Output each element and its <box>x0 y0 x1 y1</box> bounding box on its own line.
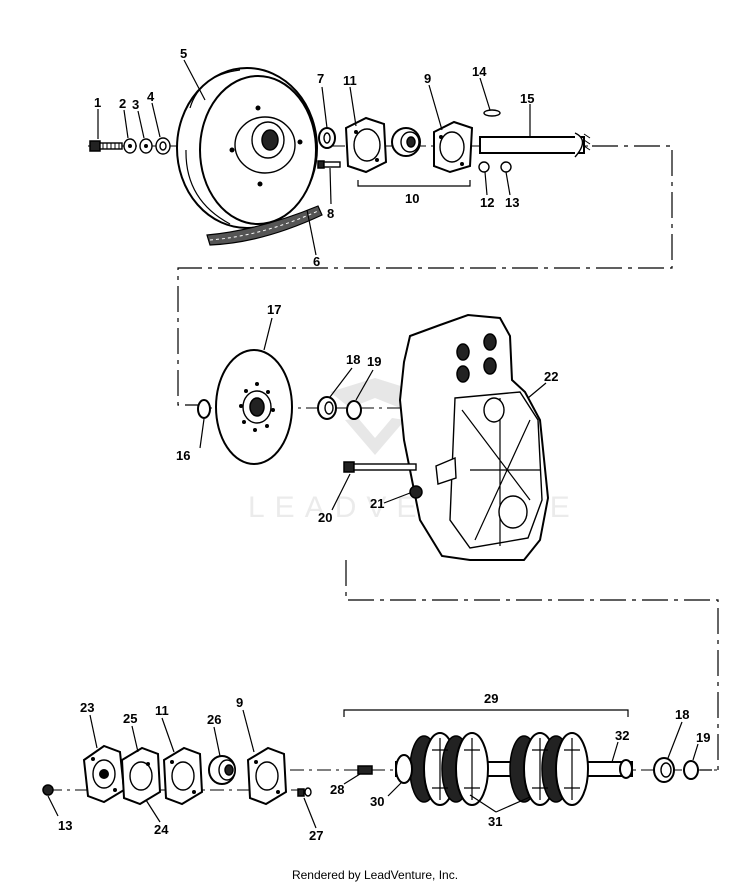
callout-4: 4 <box>147 89 155 104</box>
callout-21: 21 <box>370 496 384 511</box>
callout-24: 24 <box>154 822 169 837</box>
callout-25: 25 <box>123 711 137 726</box>
gasket-part-25 <box>120 746 162 806</box>
plug-part-28 <box>357 765 373 775</box>
bushing-part-16 <box>197 399 211 419</box>
callout-9a: 9 <box>424 71 431 86</box>
bearing-part-26 <box>208 755 236 785</box>
flange-part-11a <box>344 116 388 174</box>
callout-3: 3 <box>132 97 139 112</box>
nut-part-12 <box>478 161 490 173</box>
callout-32: 32 <box>615 728 629 743</box>
callout-7: 7 <box>317 71 324 86</box>
section-bottom <box>42 709 720 829</box>
footer-credit: Rendered by LeadVenture, Inc. <box>291 868 459 882</box>
callout-19a: 19 <box>367 354 381 369</box>
bracket-part-29 <box>343 709 629 717</box>
bracket-part-10 <box>357 180 471 187</box>
sprocket-part-31b <box>509 732 589 806</box>
nut-part-13b <box>42 784 54 796</box>
leaders-top <box>97 59 531 256</box>
callout-18b: 18 <box>675 707 689 722</box>
callout-5: 5 <box>180 46 187 61</box>
callout-22: 22 <box>544 369 558 384</box>
bolt-part-27 <box>297 787 312 797</box>
flange-part-23 <box>82 744 126 804</box>
callout-17: 17 <box>267 302 281 317</box>
route-line-2 <box>345 560 719 771</box>
flange-part-11b <box>162 746 204 806</box>
nut-part-21 <box>409 485 423 499</box>
callout-20: 20 <box>318 510 332 525</box>
disc-part-17 <box>215 349 293 465</box>
callout-31: 31 <box>488 814 502 829</box>
callout-11a: 11 <box>343 73 357 88</box>
callout-23: 23 <box>80 700 94 715</box>
spacer-part-30 <box>395 754 413 784</box>
callout-15: 15 <box>520 91 534 106</box>
callout-29: 29 <box>484 691 498 706</box>
callout-30: 30 <box>370 794 384 809</box>
callout-18a: 18 <box>346 352 360 367</box>
callout-6: 6 <box>313 254 320 269</box>
callout-labels: 1 2 3 4 5 6 7 8 9 10 11 12 13 14 15 16 1… <box>58 46 710 843</box>
drive-shaft-part-29 <box>395 732 633 806</box>
leaders-middle <box>199 317 547 511</box>
callout-28: 28 <box>330 782 344 797</box>
callout-2: 2 <box>119 96 126 111</box>
drive-belt-part-6 <box>206 205 323 246</box>
bolt-part-8 <box>317 160 341 169</box>
callout-9b: 9 <box>236 695 243 710</box>
callout-19b: 19 <box>696 730 710 745</box>
callout-10: 10 <box>405 191 419 206</box>
section-middle <box>197 313 719 771</box>
bolt-part-20 <box>343 461 417 473</box>
bolt-part-1 <box>89 140 123 152</box>
flange-part-9b <box>246 746 288 806</box>
callout-14: 14 <box>472 64 487 79</box>
sprocket-part-31a <box>409 732 489 806</box>
leaders-bottom <box>47 709 699 829</box>
callout-16: 16 <box>176 448 190 463</box>
route-line-1 <box>177 145 673 406</box>
flange-part-9a <box>433 120 474 174</box>
callout-13b: 13 <box>58 818 72 833</box>
callout-26: 26 <box>207 712 221 727</box>
shaft-part-15 <box>479 132 591 158</box>
callout-27: 27 <box>309 828 323 843</box>
callout-11b: 11 <box>155 703 169 718</box>
callout-8: 8 <box>327 206 334 221</box>
callout-1: 1 <box>94 95 101 110</box>
shaft-end-part-32 <box>619 759 633 779</box>
key-part-14 <box>483 109 501 117</box>
nut-part-13 <box>500 161 512 173</box>
callout-13a: 13 <box>505 195 519 210</box>
bearing-part-10 <box>391 127 421 157</box>
driven-pulley-part-5 <box>176 67 318 229</box>
section-top <box>88 59 673 406</box>
chaincase-part-22 <box>398 313 550 561</box>
callout-12: 12 <box>480 195 494 210</box>
